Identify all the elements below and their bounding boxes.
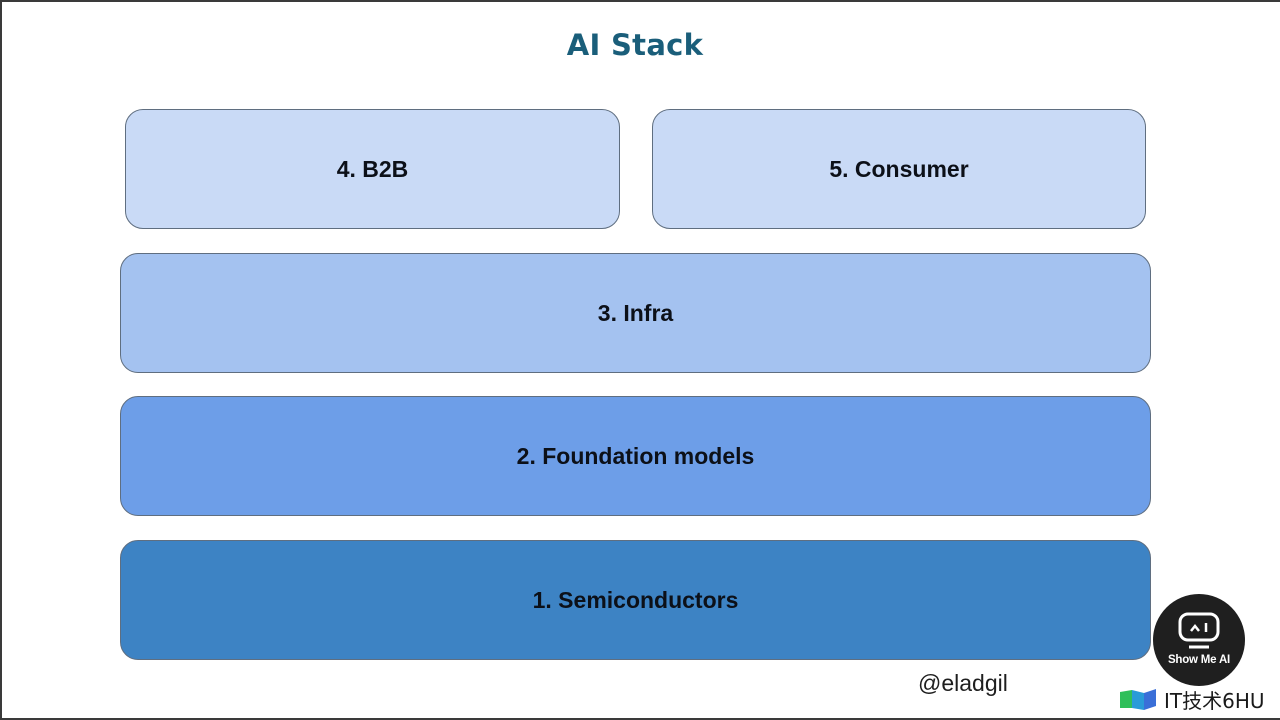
layer-infra: 3. Infra [120, 253, 1151, 373]
layer-foundation-models: 2. Foundation models [120, 396, 1151, 516]
layer-b2b: 4. B2B [125, 109, 620, 229]
layer-b2b-label: 4. B2B [336, 155, 409, 182]
layer-foundation-models-label: 2. Foundation models [516, 442, 755, 469]
layer-semiconductors-label: 1. Semiconductors [532, 586, 739, 613]
layer-consumer: 5. Consumer [652, 109, 1146, 229]
diagram-title: AI Stack [566, 28, 704, 62]
watermark-logo-icon [1120, 689, 1156, 710]
layer-semiconductors: 1. Semiconductors [120, 540, 1151, 660]
monitor-robot-icon [1178, 612, 1220, 649]
watermark-text: IT技术6HU [1164, 688, 1265, 713]
watermark: IT技术6HU [1118, 684, 1280, 714]
author-credit: @eladgil [918, 670, 1008, 696]
layer-consumer-label: 5. Consumer [829, 155, 969, 182]
layer-infra-label: 3. Infra [597, 299, 674, 326]
show-me-ai-badge: Show Me AI [1153, 594, 1245, 686]
badge-label: Show Me AI [1167, 654, 1231, 666]
